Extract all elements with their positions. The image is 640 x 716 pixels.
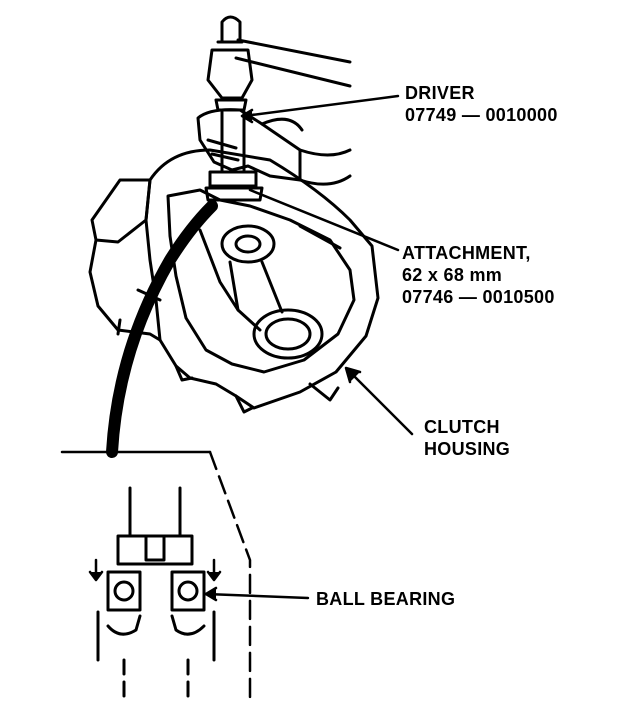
clutch-housing-label-line2: HOUSING bbox=[424, 439, 511, 459]
bearing-detail-illustration bbox=[96, 486, 216, 702]
clutch-housing-label-line1: CLUTCH bbox=[424, 417, 500, 437]
attachment-leader-line bbox=[248, 188, 400, 252]
attachment-size: 62 x 68 mm bbox=[402, 265, 503, 285]
arrow-down-icon bbox=[206, 558, 222, 582]
clutch-housing-callout: CLUTCH HOUSING bbox=[424, 416, 510, 460]
ball-bearing-callout: BALL BEARING bbox=[316, 588, 455, 610]
hose-illustration bbox=[106, 200, 218, 458]
arrow-down-icon bbox=[88, 558, 104, 582]
driver-callout: DRIVER 07749 — 0010000 bbox=[405, 82, 558, 126]
driver-part-number: 07749 — 0010000 bbox=[405, 105, 558, 125]
driver-tool bbox=[204, 110, 264, 202]
attachment-callout: ATTACHMENT, 62 x 68 mm 07746 — 0010500 bbox=[402, 242, 555, 308]
clutch-housing-leader-line bbox=[344, 366, 414, 436]
ball-bearing-label: BALL BEARING bbox=[316, 589, 456, 609]
detail-inset-frame bbox=[60, 450, 252, 702]
driver-label: DRIVER bbox=[405, 83, 475, 103]
driver-leader-line bbox=[240, 94, 400, 124]
hammer-illustration bbox=[206, 15, 352, 112]
attachment-label: ATTACHMENT, bbox=[402, 243, 531, 263]
ball-bearing-leader-line bbox=[204, 586, 310, 602]
clutch-housing-illustration bbox=[88, 148, 380, 414]
attachment-part-number: 07746 — 0010500 bbox=[402, 287, 555, 307]
